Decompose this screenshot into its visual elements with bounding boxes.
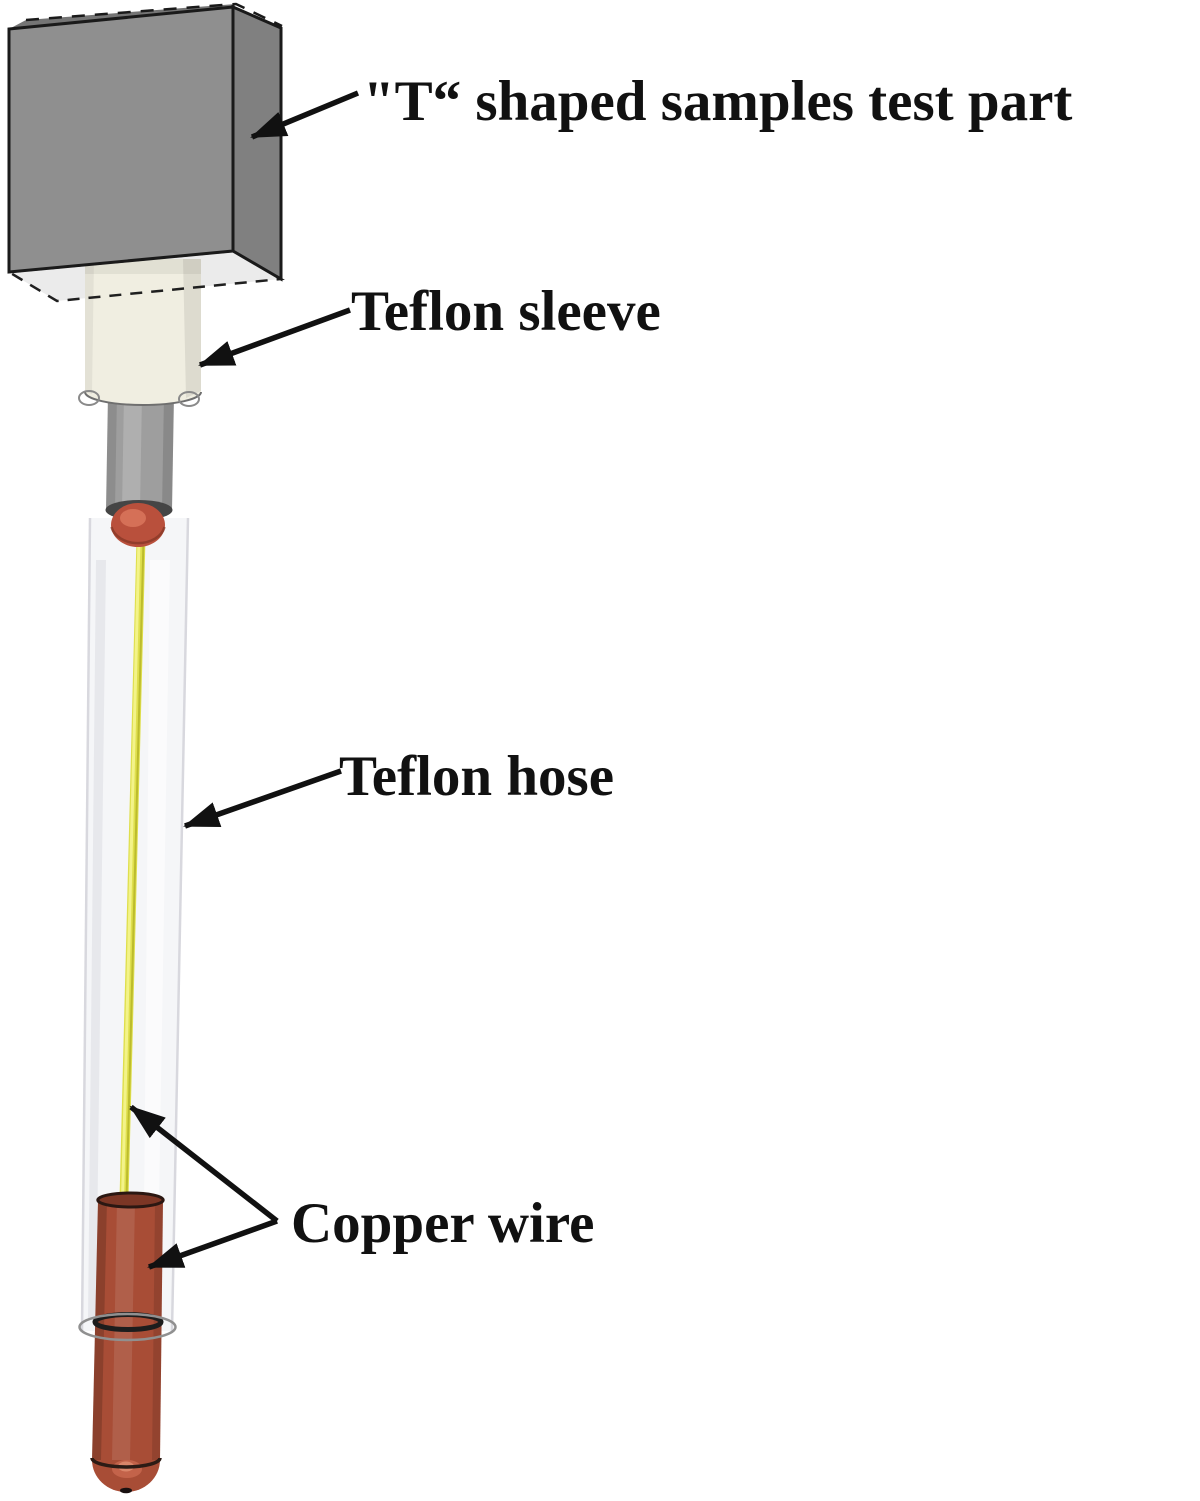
teflon-sleeve-shape: [78, 259, 202, 407]
hose-edge-right: [170, 517, 190, 1332]
annotation-labels: "T“ shaped samples test part Teflon slee…: [291, 70, 1072, 1255]
arrow-hose-icon: [183, 768, 342, 829]
arrow-wire-upper-icon: [129, 1104, 279, 1224]
copper-wire-line: [119, 537, 146, 1200]
copper-terminal: [78, 1191, 177, 1494]
rod-shade-left: [106, 394, 117, 510]
wire-highlight: [121, 539, 141, 1200]
sleeve-rim-arc: [84, 391, 202, 406]
terminal-seam-arc: [90, 1457, 162, 1469]
copper-tip-dome: [110, 503, 166, 547]
arrow-wire-lower-icon: [147, 1218, 278, 1270]
hose-inner-shade: [88, 560, 106, 1320]
hose-edge-left: [80, 517, 92, 1332]
label-sleeve: Teflon sleeve: [351, 280, 661, 343]
rod-shade-right: [162, 394, 174, 510]
sleeve-shade-left: [85, 259, 94, 394]
sample-block-front-face: [7, 5, 235, 274]
sleeve-shade-right: [183, 259, 201, 398]
hose-end-ring: [78, 1312, 177, 1342]
sample-block-side-face: [231, 4, 283, 282]
terminal-top-cap: [96, 1191, 165, 1209]
terminal-tip-mark: [120, 1487, 132, 1494]
label-test-part: "T“ shaped samples test part: [363, 70, 1072, 133]
rod-body: [106, 394, 174, 510]
connector-rod-shape: [105, 394, 174, 520]
rod-highlight: [122, 394, 142, 510]
tip-dome-rim: [110, 526, 166, 545]
label-wire: Copper wire: [291, 1192, 594, 1255]
sleeve-rim-loop-left: [78, 390, 100, 406]
annotation-arrows: [129, 90, 360, 1270]
wire-edge: [125, 539, 145, 1200]
arrow-sleeve-icon: [198, 307, 351, 368]
sample-block: [7, 2, 283, 282]
terminal-shade-left: [92, 1200, 107, 1460]
label-hose: Teflon hose: [339, 745, 614, 808]
tip-dome-highlight: [120, 509, 146, 527]
arrow-test-part-icon: [250, 90, 360, 140]
block-top-hidden-edge: [25, 2, 283, 28]
sleeve-rim-loop-right: [178, 391, 200, 407]
apparatus-3d-render: [5, 2, 285, 1494]
wire-core: [119, 537, 146, 1200]
